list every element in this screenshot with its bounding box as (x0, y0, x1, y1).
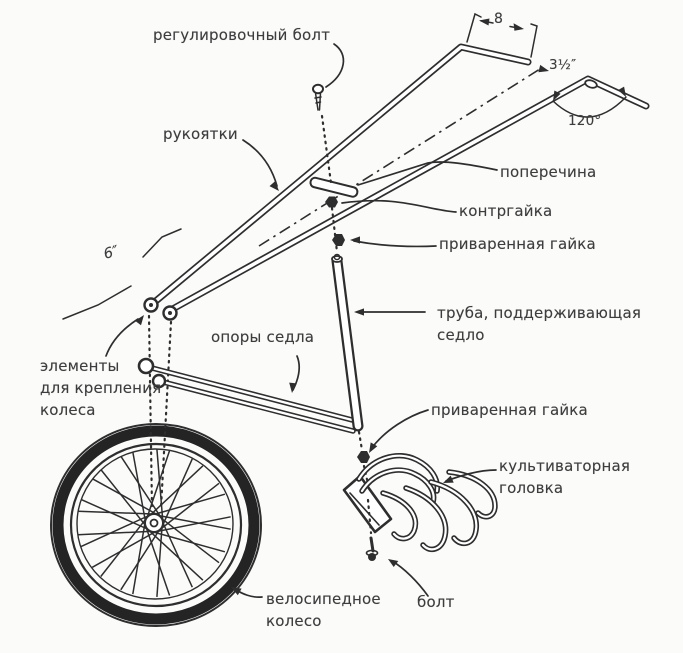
tire-outline (50, 423, 262, 627)
label-crossbar: поперечина (500, 163, 597, 181)
label-bicycle-wheel: велосипедное колесо (266, 588, 381, 632)
hub-axis-dotted-right (159, 320, 173, 510)
cultivator-head-part (342, 453, 498, 553)
label-handles: рукоятки (163, 125, 238, 143)
welded-nut-upper-part (332, 234, 345, 246)
bolt-lower-axis-dotted (366, 498, 373, 535)
dim-handle-angle: 120° (568, 113, 602, 129)
wheel-mount-eyes (143, 297, 178, 321)
label-welded-nut-lower: приваренная гайка (431, 401, 588, 419)
label-cultivator-head-line2: головка (499, 479, 564, 497)
dim-grip-length: 8 (494, 11, 504, 27)
nut-axis-dotted (330, 206, 339, 254)
bicycle-wheel (50, 423, 262, 627)
welded-nut-lower-part (357, 451, 370, 463)
adjusting-bolt-part (312, 83, 324, 111)
label-adjusting-bolt: регулировочный болт (153, 26, 331, 44)
label-wheel-mount-line1: элементы (40, 357, 120, 375)
centerline-arrowhead (538, 64, 549, 73)
dim-grip-drop: 3½″ (549, 57, 577, 73)
wheel-hub-axle (149, 518, 159, 528)
label-wheel-mount: элементы для крепления колеса (40, 355, 161, 421)
label-saddle-tube-line1: труба, поддерживающая (437, 304, 642, 322)
bend-slot (584, 79, 598, 89)
label-bicycle-wheel-line2: колесо (266, 612, 322, 630)
handle-angle-dimension (552, 86, 627, 118)
label-welded-nut-upper: приваренная гайка (439, 235, 596, 253)
rim-inner (76, 448, 234, 600)
tube-axis-dotted (357, 430, 364, 452)
label-wheel-mount-line2: для крепления (40, 379, 162, 397)
end-offset-dimension (62, 228, 182, 320)
locknut-part (325, 196, 338, 208)
wheel-hub (144, 513, 164, 533)
hub-axis-dotted-left (147, 314, 154, 510)
crossbar-part (309, 176, 359, 198)
label-saddle-tube: труба, поддерживающая седло (437, 302, 641, 346)
centerline (258, 68, 541, 247)
wheel-spokes (77, 449, 231, 597)
label-bolt: болт (417, 593, 455, 611)
label-cultivator-head-line1: культиваторная (499, 457, 631, 475)
saddle-tube-part (331, 253, 364, 432)
label-bicycle-wheel-line1: велосипедное (266, 590, 381, 608)
rim-outer (69, 442, 243, 608)
label-cultivator-head: культиваторная головка (499, 455, 630, 499)
bolt-axis-dotted (320, 114, 333, 185)
wheel-mount-hooks (137, 357, 167, 389)
leader-lines (105, 43, 498, 598)
label-locknut: контргайка (459, 202, 553, 220)
saddle-supports (149, 365, 359, 434)
label-wheel-mount-line3: колеса (40, 401, 96, 419)
handle-tube-left (147, 43, 532, 309)
tire-band (52, 425, 260, 625)
label-saddle-tube-line2: седло (437, 326, 485, 344)
label-saddle-supports: опоры седла (211, 328, 315, 346)
grip-length-dimension (466, 12, 538, 58)
bolt-part (365, 536, 379, 561)
